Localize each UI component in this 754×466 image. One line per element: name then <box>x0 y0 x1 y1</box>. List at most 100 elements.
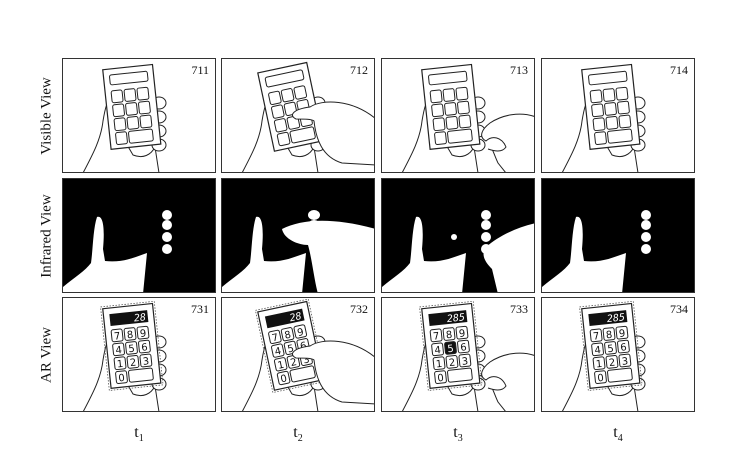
calculator-key <box>589 328 603 343</box>
calculator-key <box>136 86 150 101</box>
calculator-key <box>113 356 127 371</box>
calculator-key <box>136 325 150 340</box>
calculator-key-label: 3 <box>302 354 311 366</box>
calculator-key-label: 6 <box>620 342 627 354</box>
calculator-key-label: 8 <box>445 330 452 342</box>
calculator-key-wide <box>607 128 633 144</box>
calculator-key <box>602 327 616 341</box>
panel-visible-t3: 713 <box>381 58 535 173</box>
calculator-key-label: 8 <box>605 330 612 342</box>
calculator-display: 28 <box>289 311 303 324</box>
calculator-key-label: 6 <box>460 342 467 354</box>
infrared-fingertip <box>641 220 651 230</box>
calculator-key <box>123 88 137 102</box>
calculator-key <box>617 339 630 354</box>
pointing-hand <box>292 340 374 405</box>
infrared-fingertip <box>162 244 172 254</box>
calculator-key <box>138 339 151 354</box>
calculator-key-wide <box>289 365 316 383</box>
calculator-key-label: 7 <box>593 331 600 343</box>
calculator-key-label: 7 <box>271 332 280 344</box>
panel-reference-number: 714 <box>670 63 688 77</box>
calculator-key <box>592 117 606 132</box>
calculator-key-label: 4 <box>274 346 283 358</box>
calculator-key-label: 9 <box>139 328 146 340</box>
calculator-key-label: 8 <box>126 330 133 342</box>
infrared-fingertip <box>641 232 651 242</box>
calculator-key <box>455 86 469 101</box>
calculator-key-label: 4 <box>115 345 122 357</box>
infrared-pointing-blob <box>282 220 374 292</box>
panel-infrared-t4 <box>541 178 695 293</box>
calculator-key-label: 9 <box>458 328 465 340</box>
infrared-fingertip <box>481 232 491 242</box>
infrared-fingertip <box>162 210 172 220</box>
calculator-key-wide <box>607 367 633 383</box>
calculator-key <box>594 131 607 145</box>
infrared-fingertip <box>481 210 491 220</box>
calculator-key <box>617 100 630 115</box>
calculator-key-label: 2 <box>608 358 615 370</box>
calculator-key <box>110 89 124 104</box>
calculator-key <box>271 104 285 119</box>
infrared-fingertip <box>162 232 172 242</box>
calculator-key-label: 2 <box>129 358 136 370</box>
row-label: Visible View <box>38 76 55 155</box>
calculator-key <box>591 103 604 118</box>
calculator-key <box>293 324 308 339</box>
calculator-key <box>268 329 282 345</box>
infrared-hand-blob <box>63 216 147 292</box>
calculator-key-label: 1 <box>435 359 442 371</box>
calculator-key <box>444 341 457 355</box>
calculator-key-label: 1 <box>595 359 602 371</box>
time-label: t2 <box>278 424 318 444</box>
calculator-key-label: 4 <box>594 345 601 357</box>
calculator-key <box>431 103 444 118</box>
time-label-subscript: 1 <box>138 433 144 445</box>
time-label-subscript: 3 <box>457 433 463 445</box>
calculator-key <box>457 100 470 115</box>
calculator-key <box>605 116 619 130</box>
time-label: t3 <box>438 424 478 444</box>
panel-reference-number: 734 <box>670 302 688 316</box>
calculator-key <box>432 356 446 371</box>
calculator-key <box>445 116 459 130</box>
calculator-key-wide <box>128 128 154 144</box>
calculator <box>421 63 481 150</box>
infrared-fingertip <box>641 210 651 220</box>
calculator-key <box>589 89 603 104</box>
calculator-key-label: 5 <box>607 344 614 356</box>
calculator-key-label: 3 <box>461 356 468 368</box>
calculator-key-label: 1 <box>116 359 123 371</box>
calculator-display: 285 <box>446 312 465 325</box>
infrared-hand-blob <box>382 216 466 292</box>
calculator-key-label: 7 <box>433 331 440 343</box>
panel-reference-number: 711 <box>191 63 209 77</box>
calculator-key <box>458 114 472 129</box>
calculator-key <box>276 370 291 386</box>
calculator-key <box>271 343 285 358</box>
calculator-key-wide <box>128 367 154 383</box>
calculator-key <box>604 341 617 355</box>
time-label-subscript: 4 <box>617 433 623 445</box>
row-label: Infrared View <box>38 193 55 278</box>
calculator-key <box>273 357 288 372</box>
calculator-key <box>429 328 443 343</box>
calculator-key <box>431 342 444 357</box>
panel-reference-number: 732 <box>350 302 368 316</box>
calculator-key-label: 2 <box>448 358 455 370</box>
calculator-key <box>457 339 470 354</box>
time-label-subscript: 2 <box>297 433 303 445</box>
panel-reference-number: 713 <box>510 63 528 77</box>
calculator-key <box>618 353 632 368</box>
calculator-key <box>280 327 295 342</box>
time-label-base: t <box>293 424 298 441</box>
time-label-base: t <box>453 424 458 441</box>
time-label-base: t <box>134 424 139 441</box>
calculator-key-label: 5 <box>128 344 135 356</box>
calculator-display: 285 <box>606 312 625 325</box>
calculator-key-label: 9 <box>618 328 625 340</box>
calculator-key <box>123 327 137 341</box>
